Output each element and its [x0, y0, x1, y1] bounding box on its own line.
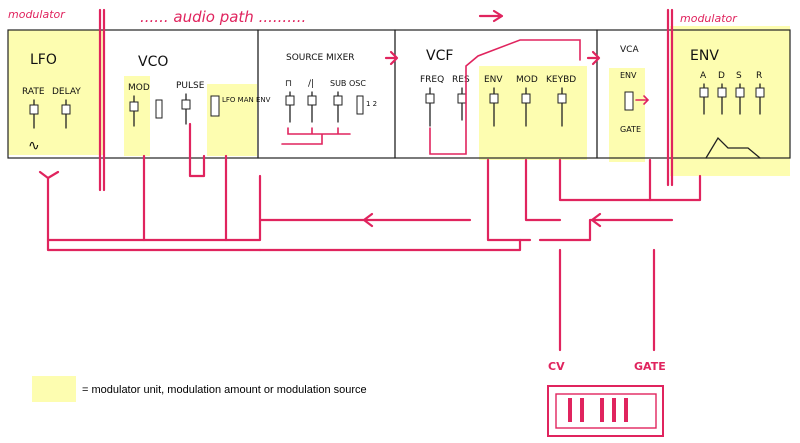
lfo-rate-slider[interactable] [29, 99, 39, 129]
vcf-kybd-slider[interactable] [557, 87, 567, 127]
vco-mod-label: MOD [128, 83, 150, 93]
env-title: ENV [690, 48, 719, 64]
vco-title: VCO [138, 54, 168, 70]
mixer-sum-wire [281, 127, 351, 145]
vcf-mod-slider[interactable] [521, 87, 531, 127]
vcf-res-slider[interactable] [457, 87, 467, 121]
vcf-feedback-wire [429, 39, 581, 155]
env-s-label: S [736, 71, 742, 81]
mod-bus-wire [46, 154, 146, 242]
vco-pulse-slider[interactable] [181, 93, 191, 125]
vcf-mod-return-wire [258, 212, 472, 228]
lfo-wave-icon: ∿ [28, 138, 40, 154]
vcf-env-slider[interactable] [489, 87, 499, 127]
vcf-freq-slider[interactable] [425, 87, 435, 127]
mixer-title: SOURCE MIXER [286, 53, 355, 63]
vcf-env-label: ENV [484, 75, 503, 85]
audio-path-label: ...... audio path .......... [140, 8, 306, 26]
env-a-label: A [700, 71, 707, 81]
vcf-mod-label: MOD [516, 75, 538, 85]
vco-pulse-label: PULSE [176, 81, 205, 91]
mixer-saw-label: /| [308, 79, 314, 89]
vcf-title: VCF [426, 48, 453, 64]
vca-env-highlight [609, 68, 645, 162]
mixer-sub-slider[interactable] [333, 91, 343, 123]
env-d-slider[interactable] [717, 83, 727, 115]
legend-swatch [32, 376, 76, 402]
env-s-slider[interactable] [735, 83, 745, 115]
env-shape-icon [705, 136, 761, 159]
mixer-pulse-label: ⊓ [285, 79, 292, 89]
left-separator [98, 8, 106, 192]
mixer-sub-switch[interactable] [356, 95, 364, 115]
env-r-slider[interactable] [755, 83, 765, 115]
vcf-to-vca-arrow [586, 50, 601, 66]
vca-title: VCA [620, 45, 639, 55]
vco-mod-highlight [124, 76, 150, 156]
env-r-label: R [756, 71, 762, 81]
keyboard-icon[interactable] [547, 385, 664, 437]
cv-label: CV [548, 360, 565, 373]
lfo-delay-slider[interactable] [61, 99, 71, 129]
lfo-panel [8, 30, 104, 155]
mixer-saw-slider[interactable] [307, 91, 317, 123]
legend-text: = modulator unit, modulation amount or m… [82, 384, 367, 396]
module-frame [7, 29, 791, 159]
env-panel [670, 26, 790, 176]
lfo-rate-label: RATE [22, 87, 45, 97]
vca-gate-label: GATE [620, 125, 641, 134]
vcf-mod-highlight [479, 66, 587, 160]
mixer-sub-label: SUB OSC [330, 79, 366, 88]
gate-label: GATE [634, 360, 666, 373]
vco-mod-slider[interactable] [129, 95, 139, 127]
right-separator [666, 8, 674, 187]
vca-mode-switch[interactable] [624, 91, 634, 111]
mixer-to-vcf-arrow [384, 50, 399, 66]
vca-env-label: ENV [620, 71, 637, 80]
vcf-kybd-label: KEYBD [546, 75, 576, 85]
vcf-res-label: RES [452, 75, 470, 85]
vcf-freq-label: FREQ [420, 75, 444, 85]
env-a-slider[interactable] [699, 83, 709, 115]
lfo-title: LFO [30, 52, 57, 68]
modulator-label-right: modulator [680, 12, 738, 25]
vco-switch-highlight [207, 84, 257, 156]
env-to-vcf-wire [538, 212, 674, 242]
lfo-delay-label: DELAY [52, 87, 81, 97]
lfo-out-wire [38, 170, 262, 252]
vco-mod-source-switch[interactable] [210, 95, 220, 117]
vco-switch-label: LFO MAN ENV [222, 96, 271, 104]
modulator-label-left: modulator [8, 8, 66, 21]
vco-range-switch[interactable] [155, 99, 163, 119]
mixer-sub-switch-label: 1 2 [366, 100, 377, 108]
env-d-label: D [718, 71, 725, 81]
mixer-pulse-slider[interactable] [285, 91, 295, 123]
